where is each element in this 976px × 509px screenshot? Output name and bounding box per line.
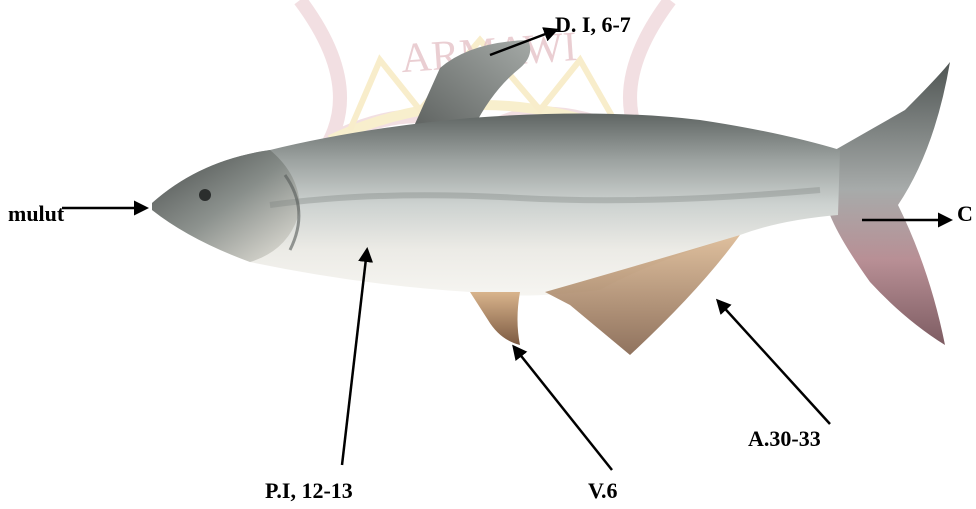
label-pectoral-fin: P.I, 12-13: [265, 480, 353, 502]
arrow-anal: [718, 301, 830, 424]
label-anal-fin: A.30-33: [748, 428, 821, 450]
label-dorsal-fin: D. I, 6-7: [555, 14, 631, 36]
label-ventral-fin: V.6: [588, 480, 618, 502]
fish-eye: [199, 189, 211, 201]
ventral-fin: [470, 292, 520, 345]
label-caudal-fin: C: [957, 203, 973, 225]
arrow-ventral: [514, 347, 612, 470]
arrow-pectoral: [342, 250, 367, 465]
label-mouth: mulut: [8, 203, 64, 225]
caudal-fin: [830, 62, 950, 345]
